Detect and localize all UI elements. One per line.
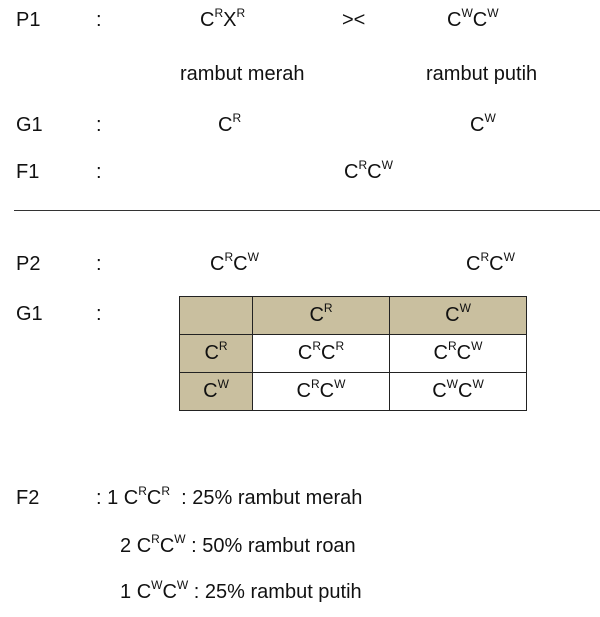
g1-right-gamete: CW [470,111,496,136]
g1-colon: : [96,114,102,136]
f1-colon: : [96,161,102,183]
p1-right-phenotype: rambut putih [426,63,538,85]
punnett-row-gamete: CW [179,372,253,411]
divider-line [14,210,600,211]
punnett-row: CW CRCW CWCW [179,372,527,411]
punnett-header-cell: CW [389,296,527,335]
p2-label: P2 [16,253,41,275]
p1-left-phenotype: rambut merah [180,63,305,85]
punnett-header-cell: CR [252,296,390,335]
p1-right-genotype: CWCW [447,6,499,31]
g1-left-gamete: CR [218,111,242,136]
punnett-cell: CRCR [252,334,390,373]
f2-label: F2 [16,487,40,509]
f2-line-3: 1 CWCW : 25% rambut putih [120,578,362,603]
p2-left-genotype: CRCW [210,250,259,275]
f1-label: F1 [16,161,40,183]
f1-genotype: CRCW [344,158,393,183]
p1-label: P1 [16,9,41,31]
punnett-header-row: CR CW [179,296,527,335]
p1-left-genotype: CRXR [200,6,246,31]
g1-label: G1 [16,114,43,136]
punnett-cell: CRCW [252,372,390,411]
punnett-corner-cell [179,296,253,335]
g1-second-label: G1 [16,303,43,325]
p2-right-genotype: CRCW [466,250,515,275]
punnett-cell: CRCW [389,334,527,373]
p1-colon: : [96,9,102,31]
f2-line-2: 2 CRCW : 50% rambut roan [120,532,356,557]
punnett-row: CR CRCR CRCW [179,334,527,373]
punnett-row-gamete: CR [179,334,253,373]
f2-line-1: : 1 CRCR : 25% rambut merah [96,484,363,509]
punnett-square: CR CW CR CRCR CRCW CW CRCW CWCW [179,296,527,411]
punnett-cell: CWCW [389,372,527,411]
cross-symbol: >< [342,9,366,31]
p2-colon: : [96,253,102,275]
g1-second-colon: : [96,303,102,325]
